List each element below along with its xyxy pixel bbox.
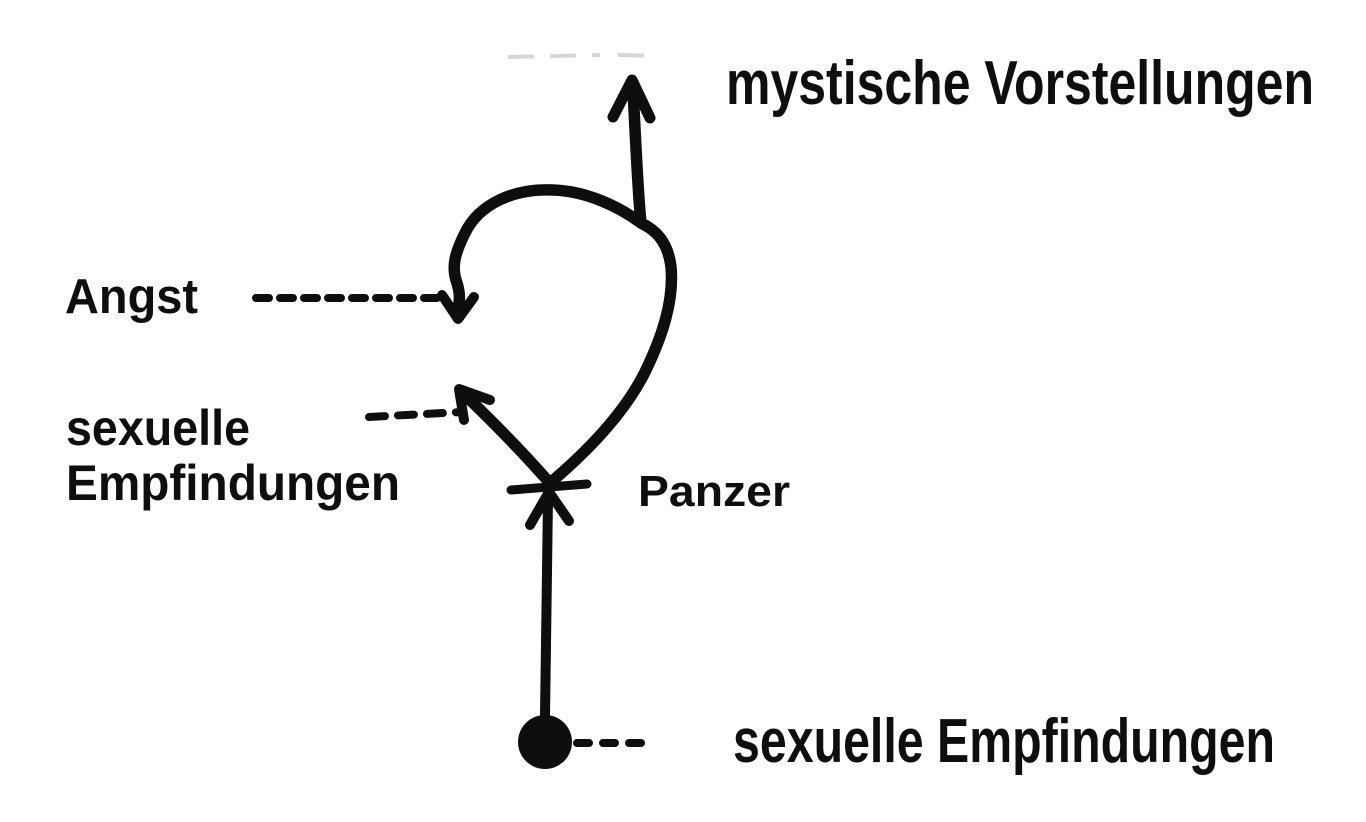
energy-loop-path — [448, 184, 678, 489]
angst-arrowhead — [437, 290, 479, 324]
sexual-deflected-arrow-shaft — [461, 391, 554, 487]
label-sexuelle-line1: sexuelle — [66, 400, 250, 456]
source-dot — [518, 715, 572, 769]
source-arrow-shaft — [540, 492, 553, 721]
label-mystische-vorstellungen: mystische Vorstellungen — [726, 49, 1314, 118]
label-sexuelle-line2: Empfindungen — [66, 455, 400, 511]
scan-artifact-line — [507, 53, 661, 59]
scan-artifact-marks — [507, 53, 661, 59]
source-arrowhead — [525, 487, 574, 530]
sexual-leader-dashes — [365, 408, 466, 421]
label-sexuelle-empfindungen-source: sexuelle Empfindungen — [733, 707, 1275, 776]
mystic-exit-arrowhead — [607, 74, 656, 124]
label-angst: Angst — [65, 270, 198, 324]
label-panzer: Panzer — [638, 467, 790, 516]
mystic-exit-arrow-shaft — [627, 84, 647, 229]
